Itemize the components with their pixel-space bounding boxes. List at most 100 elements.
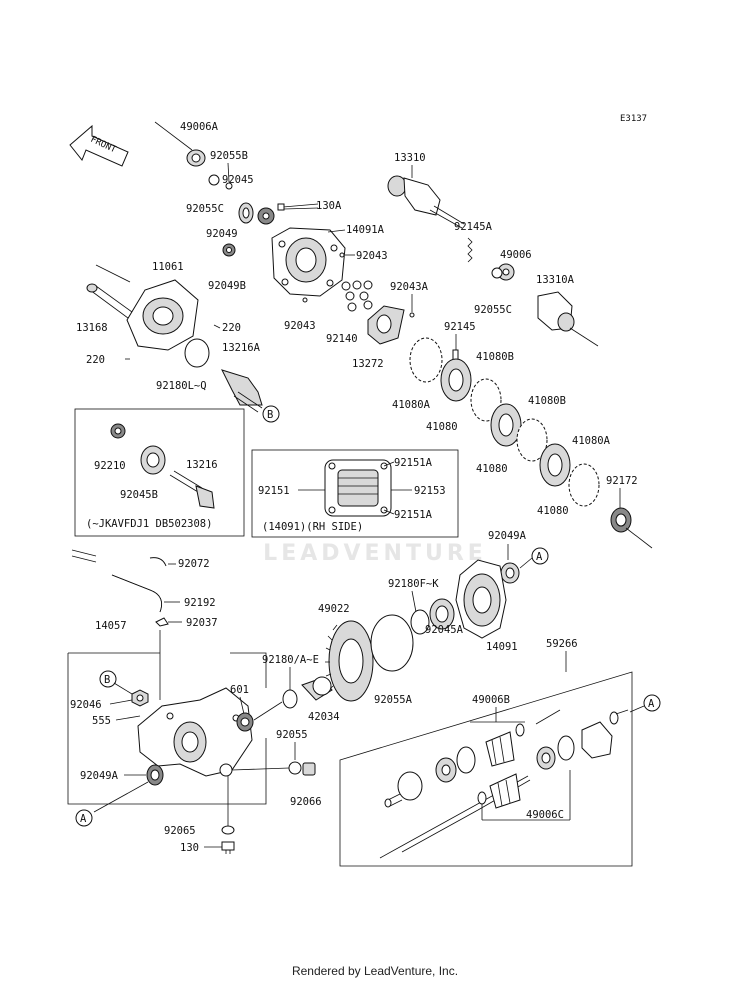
label-92180lq: 92180L~Q: [156, 380, 207, 392]
ref-b-bottom: B: [104, 674, 110, 686]
label-130: 130: [180, 842, 199, 854]
label-92066: 92066: [290, 796, 322, 808]
label-130a: 130A: [316, 200, 342, 212]
o-ring-92055a: [370, 614, 414, 672]
label-13168: 13168: [76, 322, 108, 334]
seal-92172: [610, 507, 653, 549]
label-92045a: 92045A: [425, 624, 464, 636]
gasket-92065: [221, 825, 235, 835]
shim-92180lq: [184, 338, 210, 368]
label-92049: 92049: [206, 228, 238, 240]
label-92043-top: 92043: [356, 250, 388, 262]
label-92151a-bottom: 92151A: [394, 509, 433, 521]
label-92045b: 92045B: [120, 489, 158, 501]
label-92043-bottom: 92043: [284, 320, 316, 332]
bearing-92049a-bottom: [146, 764, 164, 786]
label-92145: 92145: [444, 321, 476, 333]
cage-inner: [435, 757, 457, 783]
bolt-130: [221, 841, 235, 854]
label-13310a: 13310A: [536, 274, 575, 286]
cover-11061: [126, 279, 199, 351]
label-41080a-2: 41080A: [572, 435, 611, 447]
ref-a-bottom: A: [80, 813, 87, 825]
label-92049a-bottom: 92049A: [80, 770, 119, 782]
clutch-plate-41080a-1: [409, 337, 443, 383]
label-49006b: 49006B: [472, 694, 510, 706]
label-92145a: 92145A: [454, 221, 493, 233]
shaft-42034: [301, 676, 333, 701]
box2-caption: (14091)(RH SIDE): [262, 521, 363, 533]
ref-circle-a-right: [643, 694, 661, 712]
ref-circle-a-bottom: [75, 809, 93, 827]
ref-b-top: B: [267, 409, 273, 421]
box1-caption: (~JKAVFDJ1 DB502308): [86, 518, 212, 530]
label-92192: 92192: [184, 597, 216, 609]
label-92151a-top: 92151A: [394, 457, 433, 469]
cage-outer: [536, 746, 556, 770]
housing-14091a: [271, 227, 346, 297]
driveshaft-box: [339, 671, 633, 867]
label-11061: 11061: [152, 261, 184, 273]
pinion-13216a: [221, 369, 263, 413]
shim-92180ae: [282, 689, 298, 709]
label-92055c-top: 92055C: [186, 203, 224, 215]
label-92151: 92151: [258, 485, 290, 497]
label-92046: 92046: [70, 699, 102, 711]
label-92180ae: 92180/A~E: [262, 654, 319, 666]
label-92153: 92153: [414, 485, 446, 497]
label-41080b-1: 41080B: [476, 351, 514, 363]
label-555: 555: [92, 715, 111, 727]
ring-gear-49022: [325, 620, 374, 702]
label-49006: 49006: [500, 249, 532, 261]
plate-13272: [367, 305, 405, 345]
clutch-plate-41080b-2: [516, 418, 548, 462]
cv-joint-13310a: [537, 291, 599, 347]
pinion-13216: [169, 470, 215, 509]
label-13310: 13310: [394, 152, 426, 164]
seal-49006: [497, 263, 515, 281]
bearing-92049a-top: [500, 562, 520, 584]
watermark: LEADVENTURE: [263, 541, 487, 566]
label-49006c: 49006C: [526, 809, 564, 821]
bolt-130a: [277, 203, 319, 211]
bearing-92045b: [140, 445, 166, 475]
seal-601: [236, 712, 254, 732]
label-92180fk: 92180F~K: [388, 578, 439, 590]
bearing-92049b: [222, 243, 236, 257]
label-41080-3: 41080: [537, 505, 569, 517]
nut-92046: [131, 689, 149, 707]
spring-92145a: [467, 237, 473, 263]
cv-joint-outer: [581, 709, 629, 759]
label-92172: 92172: [606, 475, 638, 487]
front-arrow-icon: FRONT: [69, 124, 129, 167]
label-92065: 92065: [164, 825, 196, 837]
hose-92192: [111, 574, 163, 613]
label-14091: 14091: [486, 641, 518, 653]
label-49006a: 49006A: [180, 121, 219, 133]
case-14091: [455, 559, 507, 639]
label-220-right: 220: [222, 322, 241, 334]
label-13216: 13216: [186, 459, 218, 471]
label-14091a: 14091A: [346, 224, 385, 236]
label-220-left: 220: [86, 354, 105, 366]
friction-disc-41080-3: [539, 443, 571, 487]
footer-credit: Rendered by LeadVenture, Inc.: [291, 964, 459, 978]
label-92140: 92140: [326, 333, 358, 345]
friction-disc-41080-2: [490, 403, 522, 447]
ref-circle-b-top: [262, 405, 280, 423]
ref-a-top: A: [536, 551, 543, 563]
seal-92045: [257, 207, 275, 225]
label-92072: 92072: [178, 558, 210, 570]
label-601: 601: [230, 684, 249, 696]
label-41080-1: 41080: [426, 421, 458, 433]
label-59266: 59266: [546, 638, 578, 650]
diagram-code: E3137: [620, 114, 647, 124]
housing-14091-rh-side: [324, 459, 392, 517]
ref-circle-b-bottom: [99, 670, 117, 688]
bearing-92045a: [429, 598, 455, 630]
clutch-plate-41080a-2: [568, 463, 600, 507]
shaft-13168: [86, 283, 133, 319]
label-14057: 14057: [95, 620, 127, 632]
plug-92066: [302, 762, 316, 776]
bearing-92049: [238, 202, 254, 224]
